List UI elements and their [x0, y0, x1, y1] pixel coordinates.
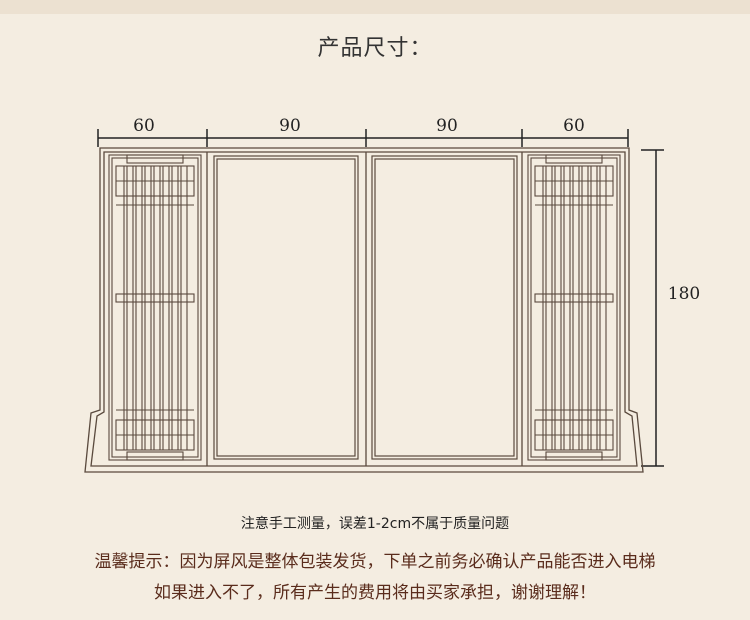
tip-line-2: 如果进入不了，所有产生的费用将由买家承担，谢谢理解！: [154, 583, 596, 603]
width-label-3: 90: [436, 116, 458, 136]
measurement-note: 注意手工测量，误差1-2cm不属于质量问题: [240, 516, 510, 532]
width-label-4: 60: [563, 116, 585, 136]
height-label: 180: [668, 284, 700, 304]
top-band: [0, 0, 750, 14]
left-lattice-panel: [108, 154, 202, 461]
width-label-1: 60: [133, 116, 155, 136]
tip-line-1: 温馨提示：因为屏风是整体包装发货，下单之前务必确认产品能否进入电梯: [94, 552, 656, 572]
screen-outline: [84, 147, 644, 473]
height-dimension-line: [641, 149, 664, 467]
width-label-2: 90: [279, 116, 301, 136]
right-lattice-panel: [527, 154, 621, 461]
center-panels: [213, 155, 518, 460]
width-dimension-line: [97, 129, 629, 147]
page-title: 产品尺寸：: [317, 36, 433, 61]
